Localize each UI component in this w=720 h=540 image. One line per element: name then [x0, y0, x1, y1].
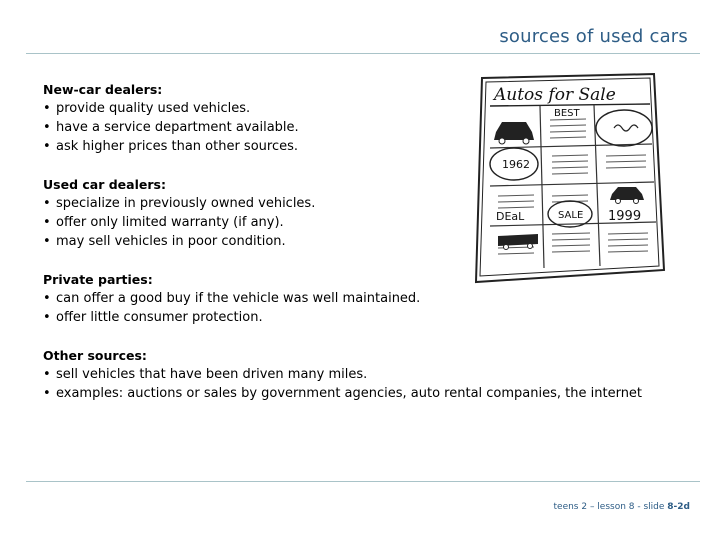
- bullet-icon: •: [43, 234, 51, 249]
- bullet-list: •specialize in previously owned vehicles…: [43, 194, 683, 251]
- ad-label-best: BEST: [554, 108, 581, 119]
- ad-label-price: 1999: [608, 209, 641, 224]
- bullet-item: •specialize in previously owned vehicles…: [43, 196, 316, 211]
- ad-header-text: Autos for Sale: [492, 85, 616, 105]
- bullet-item: •offer little consumer protection.: [43, 310, 263, 325]
- scribble-mark: [613, 124, 639, 132]
- section-heading: Used car dealers:: [43, 177, 166, 192]
- bullet-icon: •: [43, 367, 51, 382]
- bullet-list: •sell vehicles that have been driven man…: [43, 365, 683, 403]
- bottom-divider: [26, 481, 700, 482]
- bullet-item: •ask higher prices than other sources.: [43, 139, 298, 154]
- slide-number: 8-2d: [667, 502, 690, 512]
- bullet-icon: •: [43, 196, 51, 211]
- section-heading: Other sources:: [43, 348, 147, 363]
- car-icon: [494, 122, 534, 145]
- bullet-item: •examples: auctions or sales by governme…: [43, 386, 643, 401]
- bullet-icon: •: [43, 120, 51, 135]
- footer-text: teens 2 – lesson 8 - slide: [553, 502, 668, 512]
- section-other-sources: Other sources: •sell vehicles that have …: [43, 346, 683, 403]
- car-icon: [498, 234, 538, 250]
- top-divider: [26, 53, 700, 54]
- ad-header-rule: [489, 103, 651, 107]
- bullet-icon: •: [43, 291, 51, 306]
- slide-title: sources of used cars: [499, 26, 688, 47]
- bullet-item: •sell vehicles that have been driven man…: [43, 367, 368, 382]
- ad-label-sale: SALE: [558, 210, 583, 221]
- ad-grid: [489, 104, 657, 269]
- car-icon: [610, 187, 644, 204]
- ad-label-year: 1962: [502, 158, 530, 171]
- bullet-icon: •: [43, 101, 51, 116]
- bullet-item: •can offer a good buy if the vehicle was…: [43, 291, 421, 306]
- bullet-icon: •: [43, 386, 51, 401]
- bullet-item: •may sell vehicles in poor condition.: [43, 234, 286, 249]
- section-used-car-dealers: Used car dealers: •specialize in previou…: [43, 175, 683, 251]
- bullet-icon: •: [43, 139, 51, 154]
- bullet-item: •provide quality used vehicles.: [43, 101, 251, 116]
- classified-ads-illustration: Autos for Sale BEST: [474, 72, 666, 284]
- bullet-item: •have a service department available.: [43, 120, 299, 135]
- bullet-list: •can offer a good buy if the vehicle was…: [43, 289, 683, 327]
- bullet-list: •provide quality used vehicles. •have a …: [43, 99, 683, 156]
- section-private-parties: Private parties: •can offer a good buy i…: [43, 270, 683, 327]
- slide-footer: teens 2 – lesson 8 - slide 8-2d: [554, 502, 691, 512]
- ad-label-deal: DEaL: [496, 210, 525, 223]
- section-new-car-dealers: New-car dealers: •provide quality used v…: [43, 80, 683, 156]
- content-body: New-car dealers: •provide quality used v…: [43, 80, 683, 422]
- bullet-icon: •: [43, 310, 51, 325]
- bullet-icon: •: [43, 215, 51, 230]
- circled-ad-markers: [489, 109, 653, 228]
- section-heading: Private parties:: [43, 272, 153, 287]
- section-heading: New-car dealers:: [43, 82, 163, 97]
- bullet-item: •offer only limited warranty (if any).: [43, 215, 284, 230]
